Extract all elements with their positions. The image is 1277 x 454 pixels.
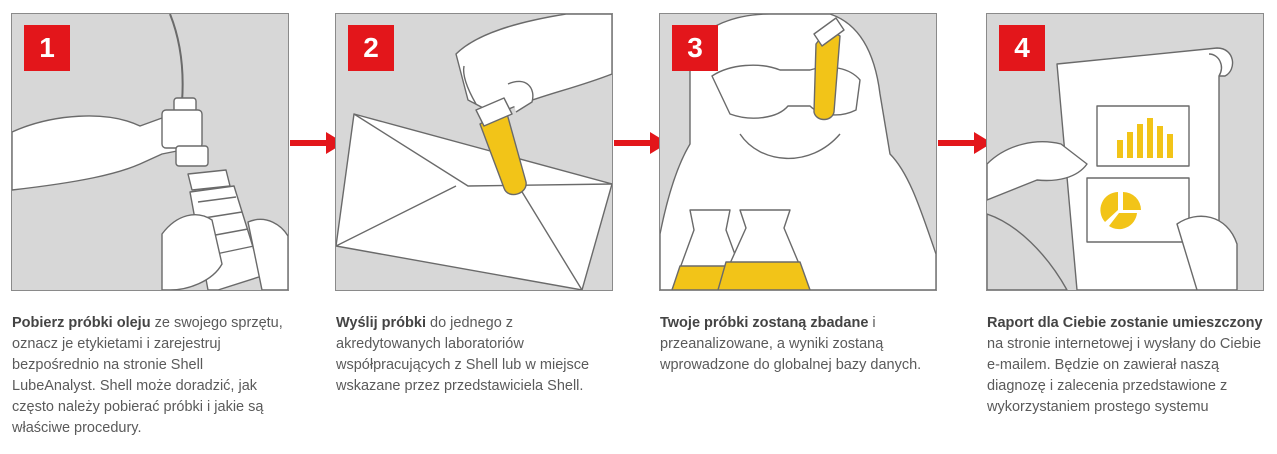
step-3-illustration: 3 bbox=[659, 13, 937, 291]
step-number-badge: 3 bbox=[672, 25, 718, 71]
step-4-illustration: 4 bbox=[986, 13, 1264, 291]
step-1: 1 Pobierz próbki oleju ze swojego sprzęt… bbox=[11, 13, 289, 439]
step-description: na stronie internetowej i wysłany do Cie… bbox=[987, 336, 1262, 415]
laboratory-illustration bbox=[660, 14, 936, 290]
step-number-badge: 4 bbox=[999, 25, 1045, 71]
arrow-right-icon bbox=[938, 132, 992, 154]
step-description: i przeanalizowane, a wyniki zostaną wpro… bbox=[660, 315, 922, 373]
step-title: Raport dla Ciebie zostanie umieszczony bbox=[987, 315, 1263, 331]
step-3-caption: Twoje próbki zostaną zbadane i przeanali… bbox=[659, 313, 937, 376]
step-description: do jednego z akredytowanych laboratoriów… bbox=[336, 315, 590, 394]
step-title: Twoje próbki zostaną zbadane bbox=[660, 315, 869, 331]
envelope-illustration bbox=[336, 14, 612, 290]
step-number-badge: 2 bbox=[348, 25, 394, 71]
step-2-illustration: 2 bbox=[335, 13, 613, 291]
step-4: 4 Raport dla Ciebie zostanie umieszczony… bbox=[986, 13, 1264, 418]
step-number-badge: 1 bbox=[24, 25, 70, 71]
step-4-caption: Raport dla Ciebie zostanie umieszczony n… bbox=[986, 313, 1264, 418]
step-title: Wyślij próbki bbox=[336, 315, 426, 331]
step-1-caption: Pobierz próbki oleju ze swojego sprzętu,… bbox=[11, 313, 289, 439]
report-illustration bbox=[987, 47, 1238, 290]
step-3: 3 Twoje próbki zostaną zbadane i przeana… bbox=[659, 13, 937, 376]
oil-sampling-illustration bbox=[12, 14, 288, 290]
step-description: ze swojego sprzętu, oznacz je etykietami… bbox=[12, 315, 283, 436]
step-1-illustration: 1 bbox=[11, 13, 289, 291]
step-2-caption: Wyślij próbki do jednego z akredytowanyc… bbox=[335, 313, 613, 397]
step-title: Pobierz próbki oleju bbox=[12, 315, 151, 331]
step-2: 2 Wyślij próbki do jednego z akredytowan… bbox=[335, 13, 613, 397]
